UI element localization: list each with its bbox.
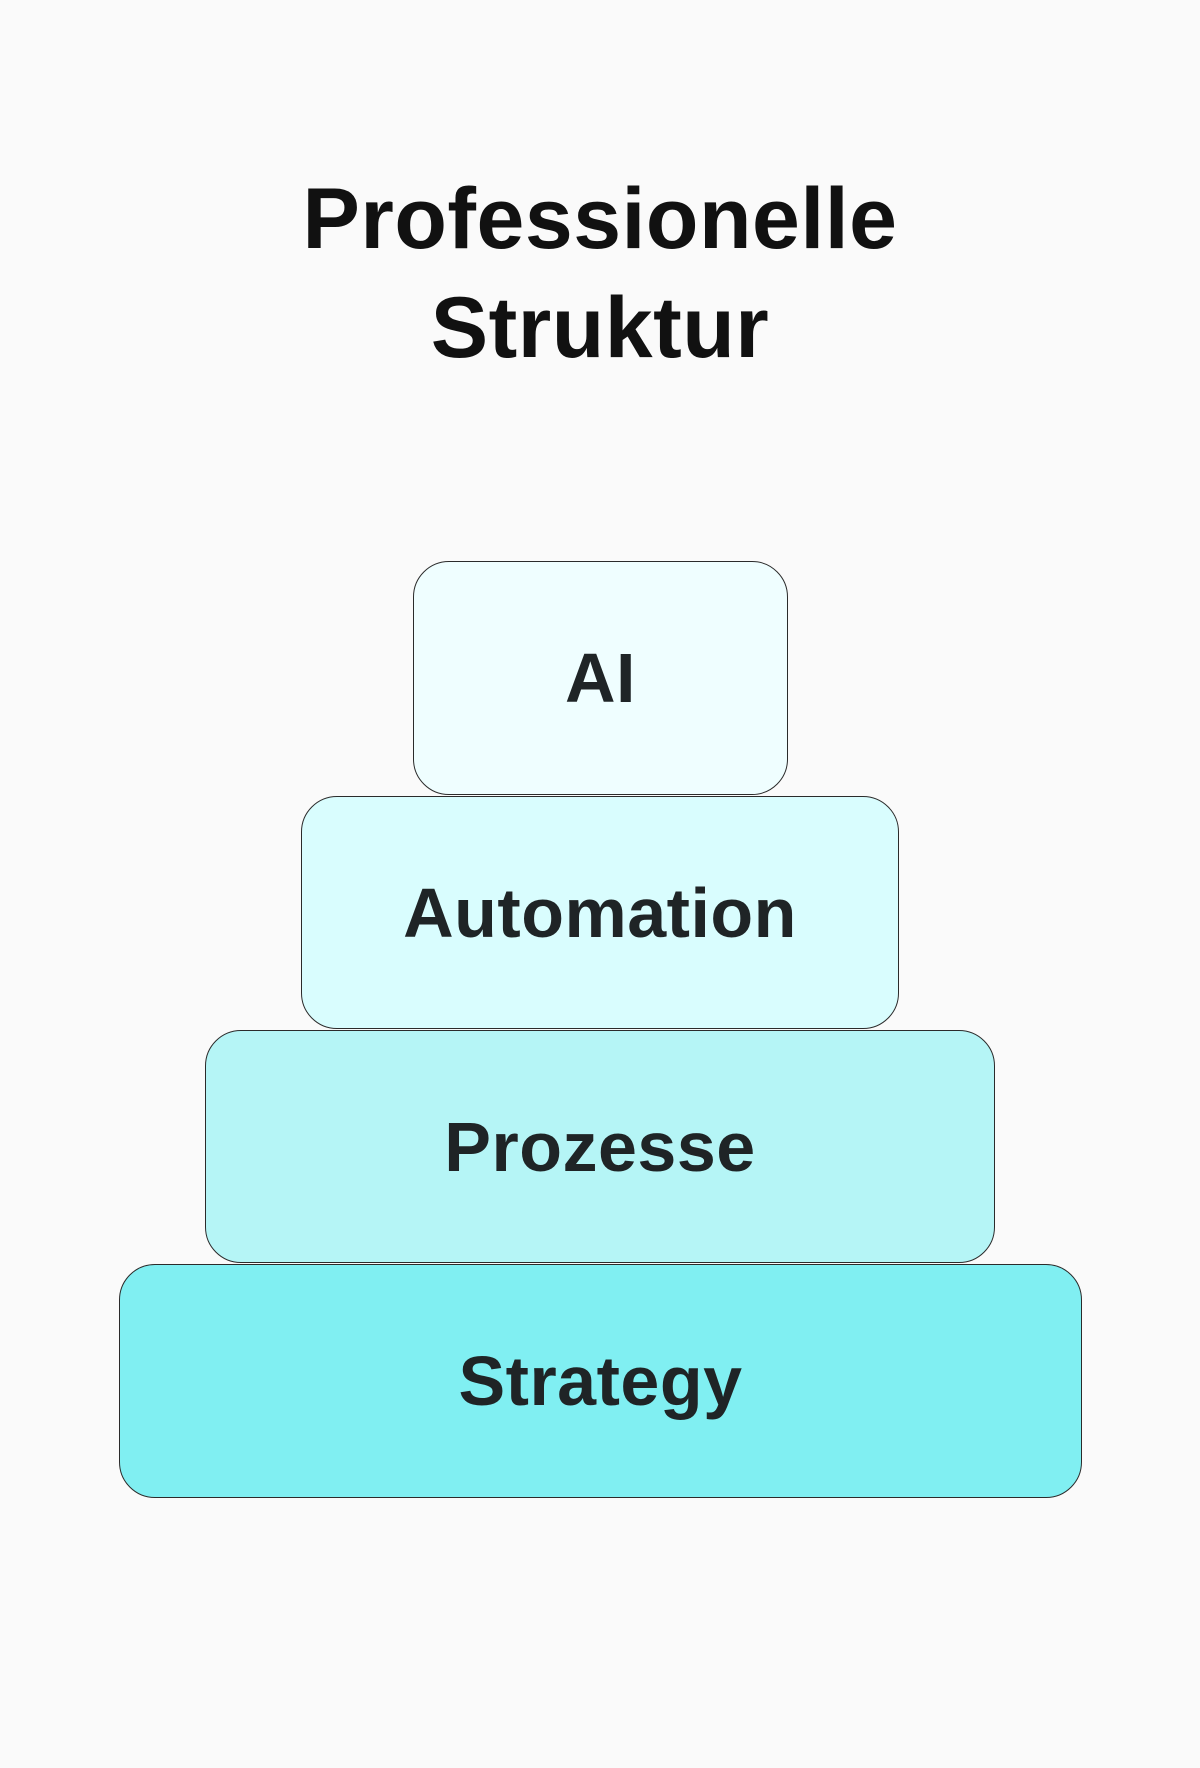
tier-label-ai: AI — [565, 639, 636, 717]
page-title: Professionelle Struktur — [0, 165, 1200, 383]
title-line-1: Professionelle — [302, 171, 898, 267]
title-line-2: Struktur — [430, 280, 770, 376]
tier-label-automation: Automation — [403, 873, 797, 952]
tier-label-strategy: Strategy — [458, 1342, 743, 1420]
pyramid-tier-ai: AI — [413, 561, 788, 795]
pyramid-tier-automation: Automation — [301, 796, 899, 1029]
pyramid-tier-prozesse: Prozesse — [205, 1030, 995, 1263]
pyramid-tier-strategy: Strategy — [119, 1264, 1082, 1498]
tier-label-prozesse: Prozesse — [444, 1107, 756, 1186]
